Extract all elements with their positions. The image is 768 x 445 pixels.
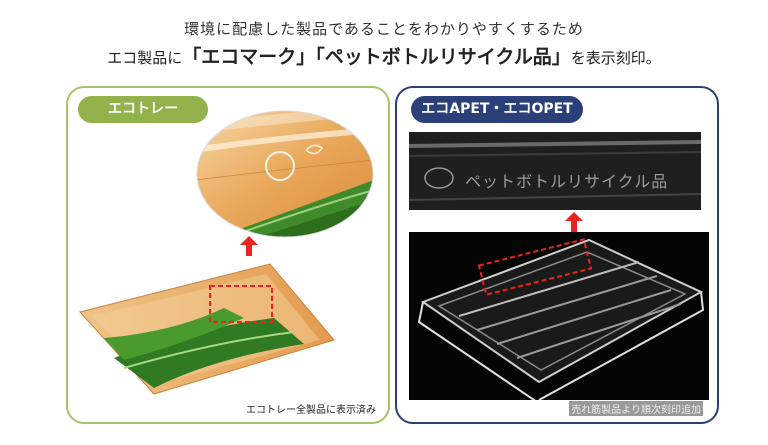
eco-pet-panel: エコAPET・エコOPET ペットボトルリサイクル品 bbox=[395, 86, 719, 424]
headline-pet-recycle: 「ペットボトルリサイクル品」 bbox=[315, 46, 571, 68]
eco-tray-caption: エコトレー全製品に表示済み bbox=[246, 405, 376, 416]
pet-container-image bbox=[409, 232, 709, 400]
eco-pet-caption: 売れ筋製品より順次刻印追加 bbox=[569, 401, 703, 416]
up-arrow-icon bbox=[240, 236, 258, 256]
pet-recycle-imprint-text: ペットボトルリサイクル品 bbox=[465, 172, 669, 191]
headline-suffix: を表示刻印。 bbox=[570, 49, 661, 67]
headline-line1: 環境に配慮した製品であることをわかりやすくするため bbox=[184, 20, 584, 38]
eco-pet-badge: エコAPET・エコOPET bbox=[411, 96, 583, 123]
pet-closeup-image: ペットボトルリサイクル品 bbox=[409, 132, 701, 210]
headline-line2: エコ製品に「エコマーク」「ペットボトルリサイクル品」を表示刻印。 bbox=[0, 42, 768, 69]
tray-closeup-image bbox=[196, 110, 374, 238]
eco-tray-badge: エコトレー bbox=[78, 96, 208, 123]
headline-prefix: エコ製品に bbox=[107, 49, 183, 67]
eco-tray-panel: エコトレー bbox=[66, 86, 390, 424]
up-arrow-icon bbox=[565, 212, 583, 232]
headline-eco-mark: 「エコマーク」 bbox=[182, 46, 316, 68]
eco-tray-image bbox=[74, 248, 342, 396]
